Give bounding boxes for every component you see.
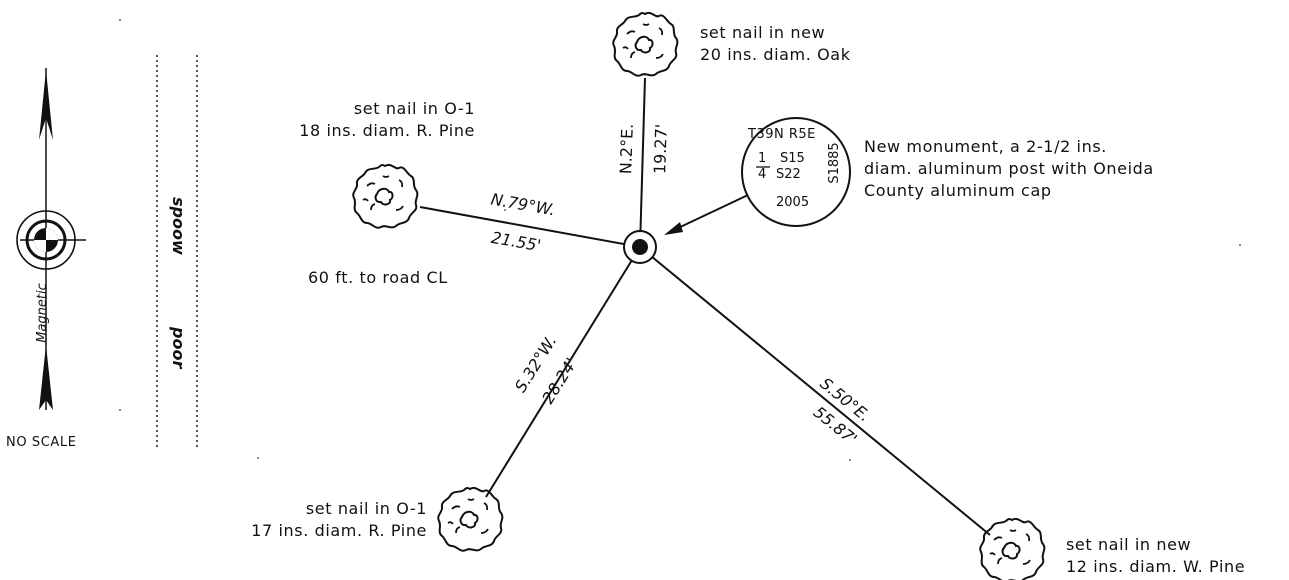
- oak-label-line-1: set nail in new: [700, 23, 826, 42]
- oak-bearing: N.2°E.: [616, 123, 637, 175]
- white-pine-label-line-2: 12 ins. diam. W. Pine: [1066, 557, 1246, 576]
- scale-note: NO SCALE: [6, 435, 77, 450]
- red-pine-17-label: set nail in O-1 17 ins. diam. R. Pine: [195, 498, 427, 542]
- oak-label-line-2: 20 ins. diam. Oak: [700, 45, 851, 64]
- monument-description: New monument, a 2-1/2 ins. diam. aluminu…: [864, 136, 1154, 202]
- road-word-upper: spoow: [169, 197, 188, 255]
- road-word-lower: poor: [169, 327, 188, 369]
- tree-icon: [979, 517, 1046, 580]
- line-to-red-pine-18: [419, 206, 641, 248]
- tree-icon: [612, 11, 679, 77]
- red-pine-18-label-line-2: 18 ins. diam. R. Pine: [299, 121, 475, 140]
- tree-icon: [352, 163, 419, 229]
- red-pine-18-label-line-1: set nail in O-1: [353, 99, 475, 118]
- red-pine-18-label: set nail in O-1 18 ins. diam. R. Pine: [250, 98, 475, 142]
- road-distance-note: 60 ft. to road CL: [308, 268, 448, 287]
- cap-section-1: S15: [780, 151, 805, 166]
- red-pine-17-label-line-1: set nail in O-1: [305, 499, 427, 518]
- cap-side-number: S1885: [827, 142, 842, 184]
- monument-description-line-2: diam. aluminum post with Oneida: [864, 159, 1154, 178]
- white-pine-label-line-1: set nail in new: [1066, 535, 1192, 554]
- cap-township-range: T39N R5E: [748, 127, 816, 142]
- white-pine-label: set nail in new 12 ins. diam. W. Pine: [1066, 534, 1245, 578]
- magnetic-label: Magnetic: [35, 283, 50, 343]
- north-arrow: [16, 68, 86, 410]
- oak-distance: 19.27': [650, 123, 671, 175]
- cap-year: 2005: [776, 195, 810, 210]
- oak-label: set nail in new 20 ins. diam. Oak: [700, 22, 851, 66]
- cap-leader-line: [675, 194, 749, 230]
- line-to-oak: [639, 77, 646, 248]
- line-to-red-pine-17: [485, 246, 641, 498]
- tree-icon: [437, 486, 504, 552]
- line-to-white-pine: [639, 246, 991, 536]
- red-pine-17-label-line-2: 17 ins. diam. R. Pine: [251, 521, 427, 540]
- monument-symbol: [623, 230, 657, 264]
- monument-description-line-1: New monument, a 2-1/2 ins.: [864, 137, 1107, 156]
- monument-description-line-3: County aluminum cap: [864, 181, 1052, 200]
- cap-leader-arrowhead: [664, 222, 683, 235]
- cap-fraction-numerator: 1: [758, 151, 767, 166]
- cap-fraction-denominator: 4: [758, 167, 767, 182]
- cap-section-2: S22: [776, 167, 801, 182]
- cap-detail-circle: [741, 117, 851, 227]
